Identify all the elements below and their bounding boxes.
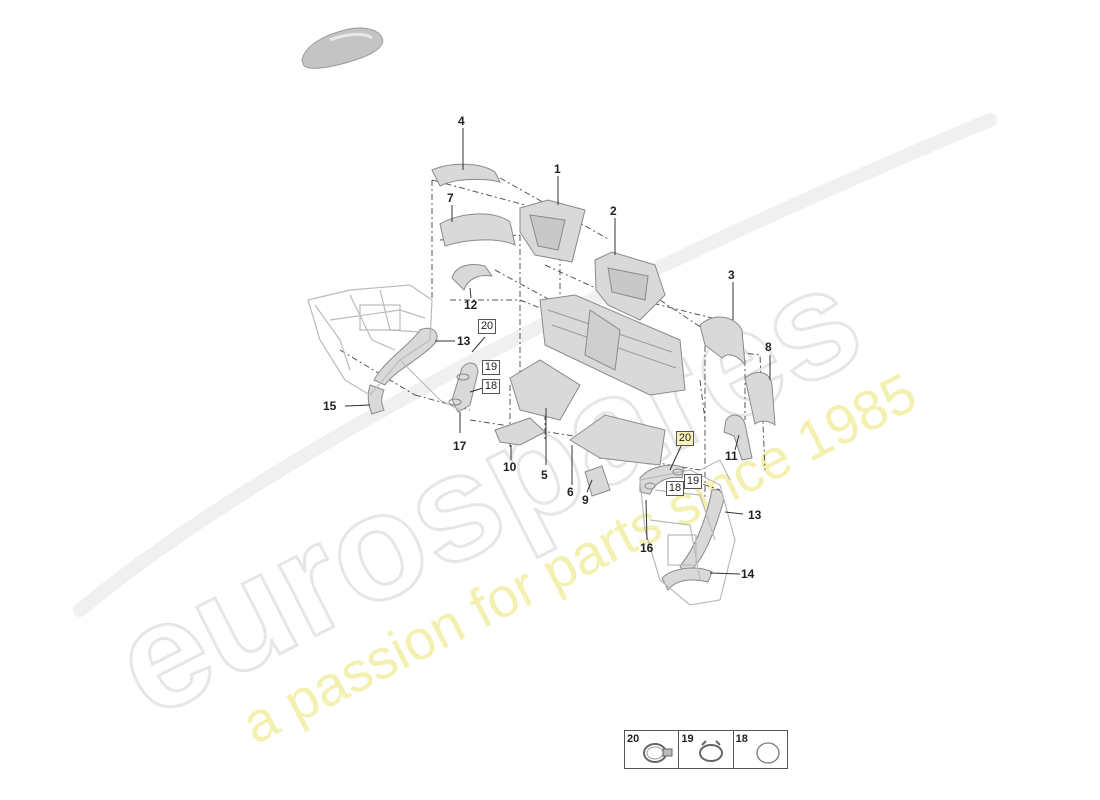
callout-13-right: 13 xyxy=(748,508,762,522)
part-14-hose xyxy=(661,567,713,591)
part-13-right-hose xyxy=(679,489,725,576)
legend-cell-18: 18 xyxy=(734,731,787,768)
part-4-duct xyxy=(431,163,501,187)
part-6-tray xyxy=(569,414,666,466)
callout-10: 10 xyxy=(503,460,517,474)
part-8-duct xyxy=(744,371,776,427)
callout-5: 5 xyxy=(541,468,548,482)
car-silhouette-icon xyxy=(301,27,384,69)
callout-12: 12 xyxy=(464,298,478,312)
ref-box-19-left: 19 xyxy=(482,360,500,375)
leader-lines xyxy=(344,128,771,575)
legend-number: 18 xyxy=(735,733,748,745)
legend-cell-19: 19 xyxy=(679,731,734,768)
callout-2: 2 xyxy=(610,204,617,218)
ref-box-19-right: 19 xyxy=(684,474,702,489)
callout-3: 3 xyxy=(728,268,735,282)
ref-box-20-left: 20 xyxy=(478,319,496,334)
ref-box-20-right: 20 xyxy=(676,431,694,446)
legend-table: 20 19 18 xyxy=(624,730,788,769)
callout-7: 7 xyxy=(447,191,454,205)
callout-1: 1 xyxy=(554,162,561,176)
legend-cell-20: 20 xyxy=(625,731,680,768)
callout-9: 9 xyxy=(582,493,589,507)
hose-clamp-icon xyxy=(643,743,673,763)
callout-16: 16 xyxy=(640,541,654,555)
callout-11: 11 xyxy=(725,449,738,463)
o-ring-icon xyxy=(756,742,780,764)
callout-8: 8 xyxy=(765,340,772,354)
part-15-hose xyxy=(367,384,385,415)
legend-number: 20 xyxy=(627,733,640,745)
spring-clamp-icon xyxy=(699,740,724,762)
part-9-bracket xyxy=(584,465,611,497)
ref-box-18-left: 18 xyxy=(482,379,500,394)
part-12-hose xyxy=(451,264,494,291)
callout-17: 17 xyxy=(453,439,467,453)
left-support-frame xyxy=(307,284,461,411)
legend-number: 19 xyxy=(681,733,694,745)
ref-box-18-right: 18 xyxy=(666,481,684,496)
callout-6: 6 xyxy=(567,485,574,499)
part-7-duct xyxy=(439,213,516,247)
callout-15: 15 xyxy=(323,399,337,413)
callout-14: 14 xyxy=(741,567,755,581)
part-5-tray xyxy=(509,359,581,421)
callout-13-left: 13 xyxy=(457,334,471,348)
callout-4: 4 xyxy=(458,114,465,128)
part-10-tray xyxy=(494,417,546,446)
part-3-duct xyxy=(699,316,746,367)
